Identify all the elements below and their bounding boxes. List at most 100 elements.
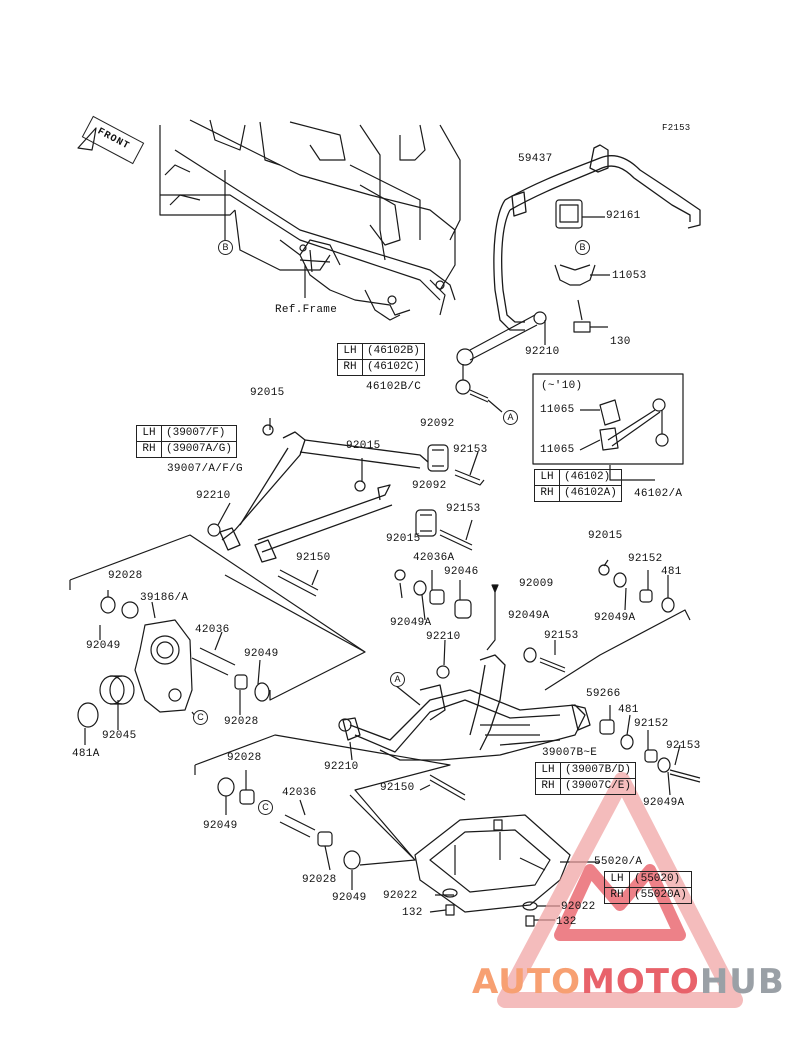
label-39007be: 39007B~E bbox=[542, 747, 598, 759]
watermark-part-2: MOTO bbox=[580, 962, 700, 1002]
label-481-b: 481 bbox=[618, 704, 639, 716]
label-11065-b: 11065 bbox=[540, 444, 575, 456]
legend-side: RH bbox=[536, 779, 561, 794]
bushing-92046 bbox=[454, 599, 472, 619]
legend-55020: LH(55020) RH(55020A) bbox=[604, 871, 692, 904]
label-92210-c: 92210 bbox=[426, 631, 461, 643]
frame-assembly bbox=[159, 119, 461, 321]
label-92028-c: 92028 bbox=[227, 752, 262, 764]
label-92015-d: 92015 bbox=[588, 530, 623, 542]
grease-92009-leader bbox=[486, 590, 496, 651]
label-92028-a: 92028 bbox=[108, 570, 143, 582]
label-92153-b: 92153 bbox=[446, 503, 481, 515]
collar-92028-b bbox=[234, 674, 248, 690]
callout-b-frame: B bbox=[218, 240, 233, 255]
label-92152-a: 92152 bbox=[628, 553, 663, 565]
knuckle-39186 bbox=[134, 619, 193, 713]
legend-part: (39007A/G) bbox=[166, 443, 233, 455]
washer-92022-a bbox=[442, 888, 458, 898]
label-92092-a: 92092 bbox=[420, 418, 455, 430]
legend-39007bde: LH(39007B/D) RH(39007C/E) bbox=[535, 762, 637, 795]
inset-leaders bbox=[579, 409, 655, 481]
inset-link-rod bbox=[599, 398, 669, 451]
label-92153-c: 92153 bbox=[544, 630, 579, 642]
leaders-link bbox=[487, 320, 546, 413]
region-box-left-edge bbox=[69, 574, 366, 653]
label-92015-a: 92015 bbox=[250, 387, 285, 399]
label-132-a: 132 bbox=[402, 907, 423, 919]
label-11053: 11053 bbox=[612, 270, 647, 282]
label-92015-c: 92015 bbox=[386, 533, 421, 545]
circlip-481-a bbox=[661, 597, 675, 613]
bushings-92092 bbox=[415, 444, 449, 537]
callout-a-arm: A bbox=[390, 672, 405, 687]
collar-42036a bbox=[429, 589, 445, 605]
link-rod-46102bc bbox=[455, 311, 547, 403]
label-92049a-d: 92049A bbox=[643, 797, 685, 809]
legend-part: (46102B) bbox=[367, 345, 420, 357]
region-box-right bbox=[544, 609, 691, 691]
leader-a-lower bbox=[394, 684, 421, 706]
collar-59266 bbox=[599, 719, 615, 735]
label-42036-a: 42036 bbox=[195, 624, 230, 636]
label-46102a: 46102/A bbox=[634, 488, 683, 500]
label-39007afg: 39007/A/F/G bbox=[167, 463, 243, 475]
inset-box bbox=[532, 373, 684, 465]
callout-b-clamp: B bbox=[575, 240, 590, 255]
nut-92210-b bbox=[207, 523, 221, 537]
grease-nipple-92009 bbox=[491, 584, 499, 593]
collar-92028-a bbox=[121, 601, 139, 619]
legend-side: RH bbox=[338, 360, 363, 375]
legend-46102: LH(46102) RH(46102A) bbox=[534, 469, 622, 502]
bolt-92153-c bbox=[539, 657, 566, 673]
nut-92015-c bbox=[394, 569, 406, 581]
callout-c-knuckle: C bbox=[193, 710, 208, 725]
legend-part: (46102A) bbox=[564, 487, 617, 499]
label-481a: 481A bbox=[72, 748, 100, 760]
label-481-a: 481 bbox=[661, 566, 682, 578]
label-92210-b: 92210 bbox=[196, 490, 231, 502]
clamp-11053 bbox=[554, 264, 596, 333]
circlip-481a bbox=[77, 702, 99, 728]
callout-a-link: A bbox=[503, 410, 518, 425]
legend-part: (39007/F) bbox=[166, 427, 226, 439]
legend-39007fg: LH(39007/F) RH(39007A/G) bbox=[136, 425, 238, 458]
label-92161: 92161 bbox=[606, 210, 641, 222]
label-132-b: 132 bbox=[556, 916, 577, 928]
nut-92210-c bbox=[436, 665, 450, 679]
label-11065-a: 11065 bbox=[540, 404, 575, 416]
label-92049a-c: 92049A bbox=[594, 612, 636, 624]
nut-92015-b bbox=[354, 480, 366, 492]
bearing-92045 bbox=[99, 675, 135, 705]
label-92049-c: 92049 bbox=[203, 820, 238, 832]
watermark-part-3: HUB bbox=[699, 962, 785, 1002]
pin-42036-a bbox=[191, 647, 236, 676]
label-130: 130 bbox=[610, 336, 631, 348]
label-92150-a: 92150 bbox=[296, 552, 331, 564]
label-92150-b: 92150 bbox=[380, 782, 415, 794]
label-92210-a: 92210 bbox=[525, 346, 560, 358]
legend-side: LH bbox=[338, 344, 363, 359]
legend-part: (55020) bbox=[634, 873, 681, 885]
label-92049-d: 92049 bbox=[332, 892, 367, 904]
legend-side: LH bbox=[535, 470, 560, 485]
label-92049a-b: 92049A bbox=[508, 610, 550, 622]
seal-92049-f bbox=[657, 757, 671, 773]
bolt-132-b bbox=[525, 915, 535, 927]
front-arrow-head bbox=[77, 127, 97, 151]
circlip-481-b bbox=[620, 734, 634, 750]
seal-92049-e bbox=[613, 572, 627, 588]
ref-frame-label: Ref.Frame bbox=[275, 304, 338, 316]
collar-92028-c bbox=[239, 789, 255, 805]
inset-model-note: (~'10) bbox=[541, 380, 583, 392]
legend-part: (46102) bbox=[564, 471, 611, 483]
legend-side: RH bbox=[137, 442, 162, 457]
seal-92049-h bbox=[343, 850, 361, 870]
label-55020: 55020/A bbox=[594, 856, 643, 868]
bolt-92150-b bbox=[429, 774, 466, 801]
legend-side: LH bbox=[536, 763, 561, 778]
nut-92015-a bbox=[262, 424, 274, 436]
region-box-left-lower bbox=[194, 734, 451, 866]
seal-92049-d bbox=[523, 647, 537, 663]
label-92092-b: 92092 bbox=[412, 480, 447, 492]
